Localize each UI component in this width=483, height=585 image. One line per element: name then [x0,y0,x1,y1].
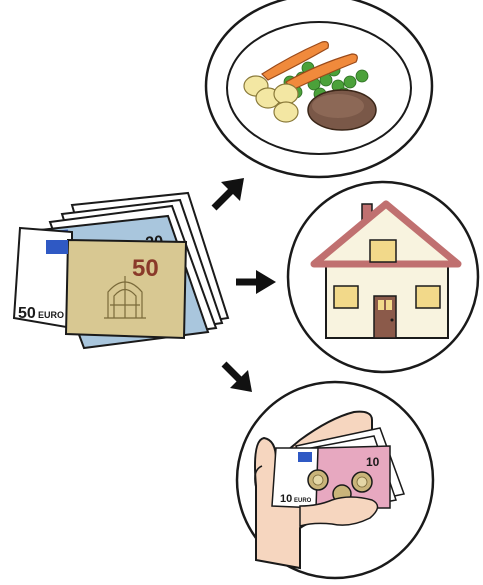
hand-with-money-icon: 10 10 EURO [235,380,435,580]
money-stack: 20 50 50 EURO [12,191,230,350]
arrow-to-savings-icon [221,361,252,392]
house-icon [286,180,480,374]
banknote-50: 50 50 EURO [12,226,188,340]
eu-flag-icon [298,452,312,462]
note-50-value: 50 [132,255,159,282]
arrow-to-food-icon [211,178,244,211]
arrow-to-home-icon [236,270,276,294]
eu-flag-icon [46,240,68,254]
note-10-value: 10 [366,455,380,469]
banknote-10: 10 10 EURO [271,445,391,509]
note-50-currency: EURO [38,310,64,320]
plate-of-food-icon [204,0,434,179]
archway-icon [104,276,146,319]
coins-icon [307,469,373,504]
note-10-currency: EURO [294,498,312,504]
note-10-corner: 10 [280,493,292,505]
note-50-corner: 50 [18,305,36,322]
